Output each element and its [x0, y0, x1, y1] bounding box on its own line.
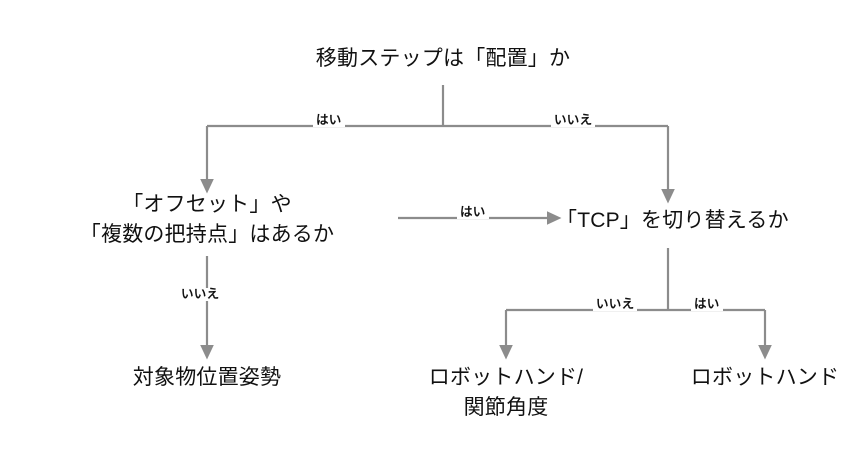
edge-label-root-yes: はい: [313, 114, 345, 127]
edge-label-offset-yes: はい: [457, 206, 489, 219]
node-target-pose: 対象物位置姿勢: [57, 363, 357, 393]
edge-label-tcp-no: いいえ: [593, 298, 638, 311]
node-offset-question-line-2: 「複数の把持点」はあるか: [79, 223, 335, 247]
edge-label-offset-no: いいえ: [178, 288, 223, 301]
node-offset-question: 「オフセット」や 「複数の把持点」はあるか: [27, 190, 387, 251]
node-tcp-question: 「TCP」を切り替えるか: [556, 206, 846, 236]
edge-label-tcp-yes: はい: [691, 298, 723, 311]
node-robot-hand: ロボットハンド: [645, 363, 857, 393]
node-robot-hand-joint-line-1: ロボットハンド/: [428, 366, 584, 389]
node-robot-hand-joint: ロボットハンド/ 関節角度: [386, 363, 626, 424]
node-offset-question-line-1: 「オフセット」や: [122, 193, 292, 216]
node-robot-hand-line-1: ロボットハンド: [690, 366, 840, 389]
node-target-pose-line-1: 対象物位置姿勢: [132, 366, 282, 389]
node-robot-hand-joint-line-2: 関節角度: [463, 396, 549, 420]
edge-label-root-no: いいえ: [551, 114, 596, 127]
node-tcp-question-line-1: 「TCP」を切り替えるか: [556, 209, 789, 232]
node-root: 移動ステップは「配置」か: [243, 44, 643, 74]
node-root-line-1: 移動ステップは「配置」か: [315, 47, 571, 70]
